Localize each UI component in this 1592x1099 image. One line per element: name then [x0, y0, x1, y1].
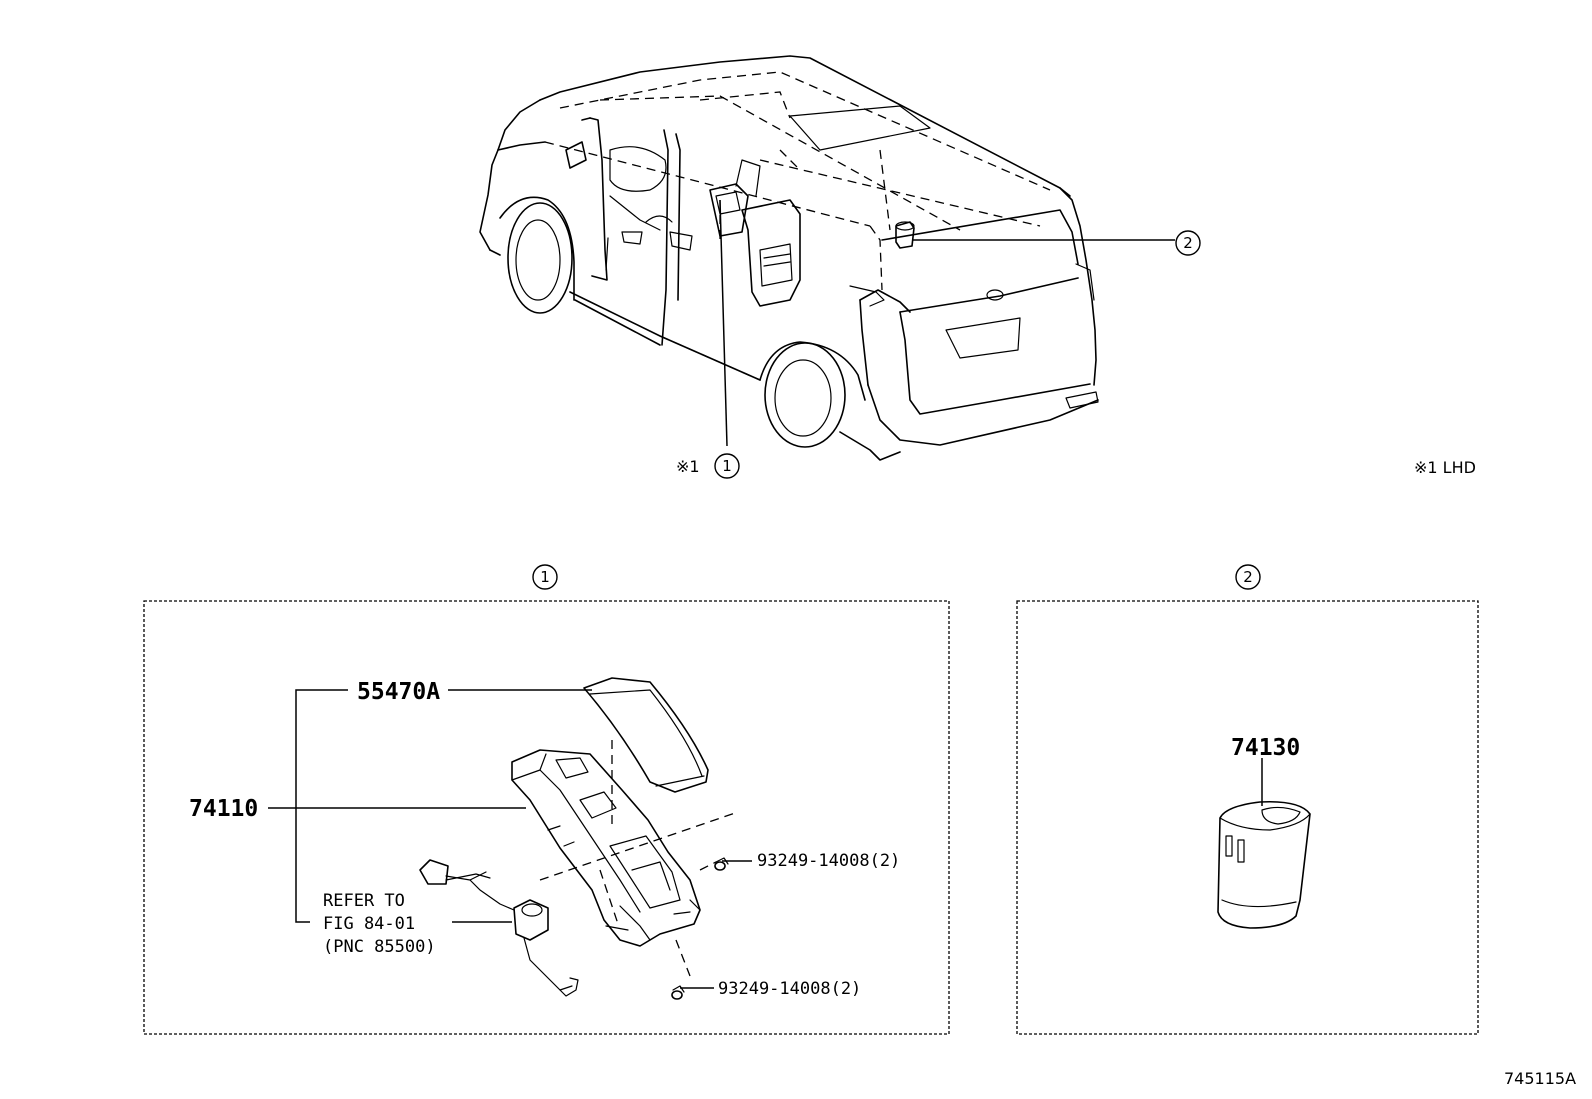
label-bolt-upper: 93249-14008(2) — [757, 851, 900, 871]
panel-1-leaders — [268, 689, 752, 989]
label-74130: 74130 — [1231, 735, 1300, 761]
overview-callout-1: 1 — [714, 453, 740, 479]
console-lid-drawing — [583, 677, 709, 793]
assembly-dashes — [539, 740, 739, 977]
leader-to-callout-1 — [719, 199, 728, 447]
figure-id: 745115A — [1504, 1069, 1576, 1088]
label-refer-line1: REFER TO — [323, 891, 405, 911]
svg-text:2: 2 — [1243, 568, 1253, 586]
label-bolt-lower: 93249-14008(2) — [718, 979, 861, 999]
label-refer-line3: (PNC 85500) — [323, 937, 436, 957]
lhd-legend: ※1 LHD — [1414, 458, 1476, 477]
detail-panel-2-frame — [1016, 600, 1479, 1035]
bracket-leader — [295, 689, 348, 923]
console-box-drawing — [511, 749, 701, 947]
svg-text:2: 2 — [1183, 234, 1193, 252]
svg-text:1: 1 — [540, 568, 550, 586]
detail-panel-1-callout: 1 — [532, 564, 558, 590]
vehicle-illustration — [479, 55, 1099, 461]
bolt-upper-drawing — [714, 857, 729, 871]
detail-panel-2-callout: 2 — [1235, 564, 1261, 590]
label-refer-line2: FIG 84-01 — [323, 914, 415, 934]
label-74110: 74110 — [189, 796, 258, 822]
overview-callout-2: 2 — [1175, 230, 1201, 256]
overview-leaders — [719, 199, 1175, 447]
svg-text:1: 1 — [722, 457, 732, 475]
detail-panel-1-frame — [143, 600, 950, 1035]
label-55470a: 55470A — [357, 679, 440, 705]
cup-holder-drawing — [1217, 800, 1311, 929]
bolt-lower-drawing — [671, 985, 685, 1000]
switch-harness-drawing — [419, 859, 579, 997]
lhd-marker: ※1 — [676, 457, 700, 476]
